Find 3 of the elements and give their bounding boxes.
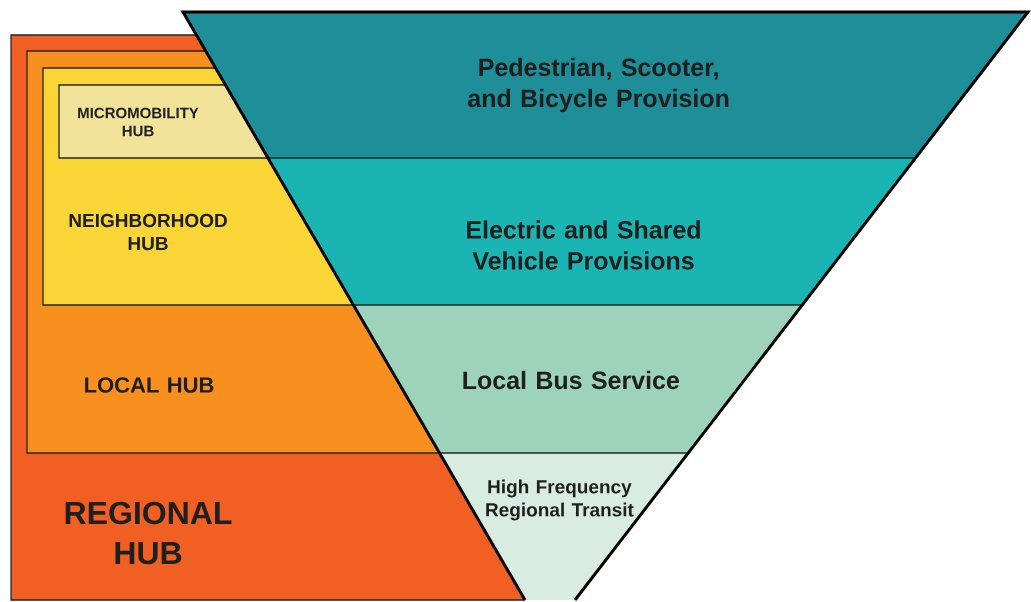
funnel-band: Local Bus Service	[352, 304, 803, 453]
funnel-band: High Frequency Regional Transit	[438, 452, 689, 600]
funnel-band: Electric and Shared Vehicle Provisions	[267, 157, 917, 305]
